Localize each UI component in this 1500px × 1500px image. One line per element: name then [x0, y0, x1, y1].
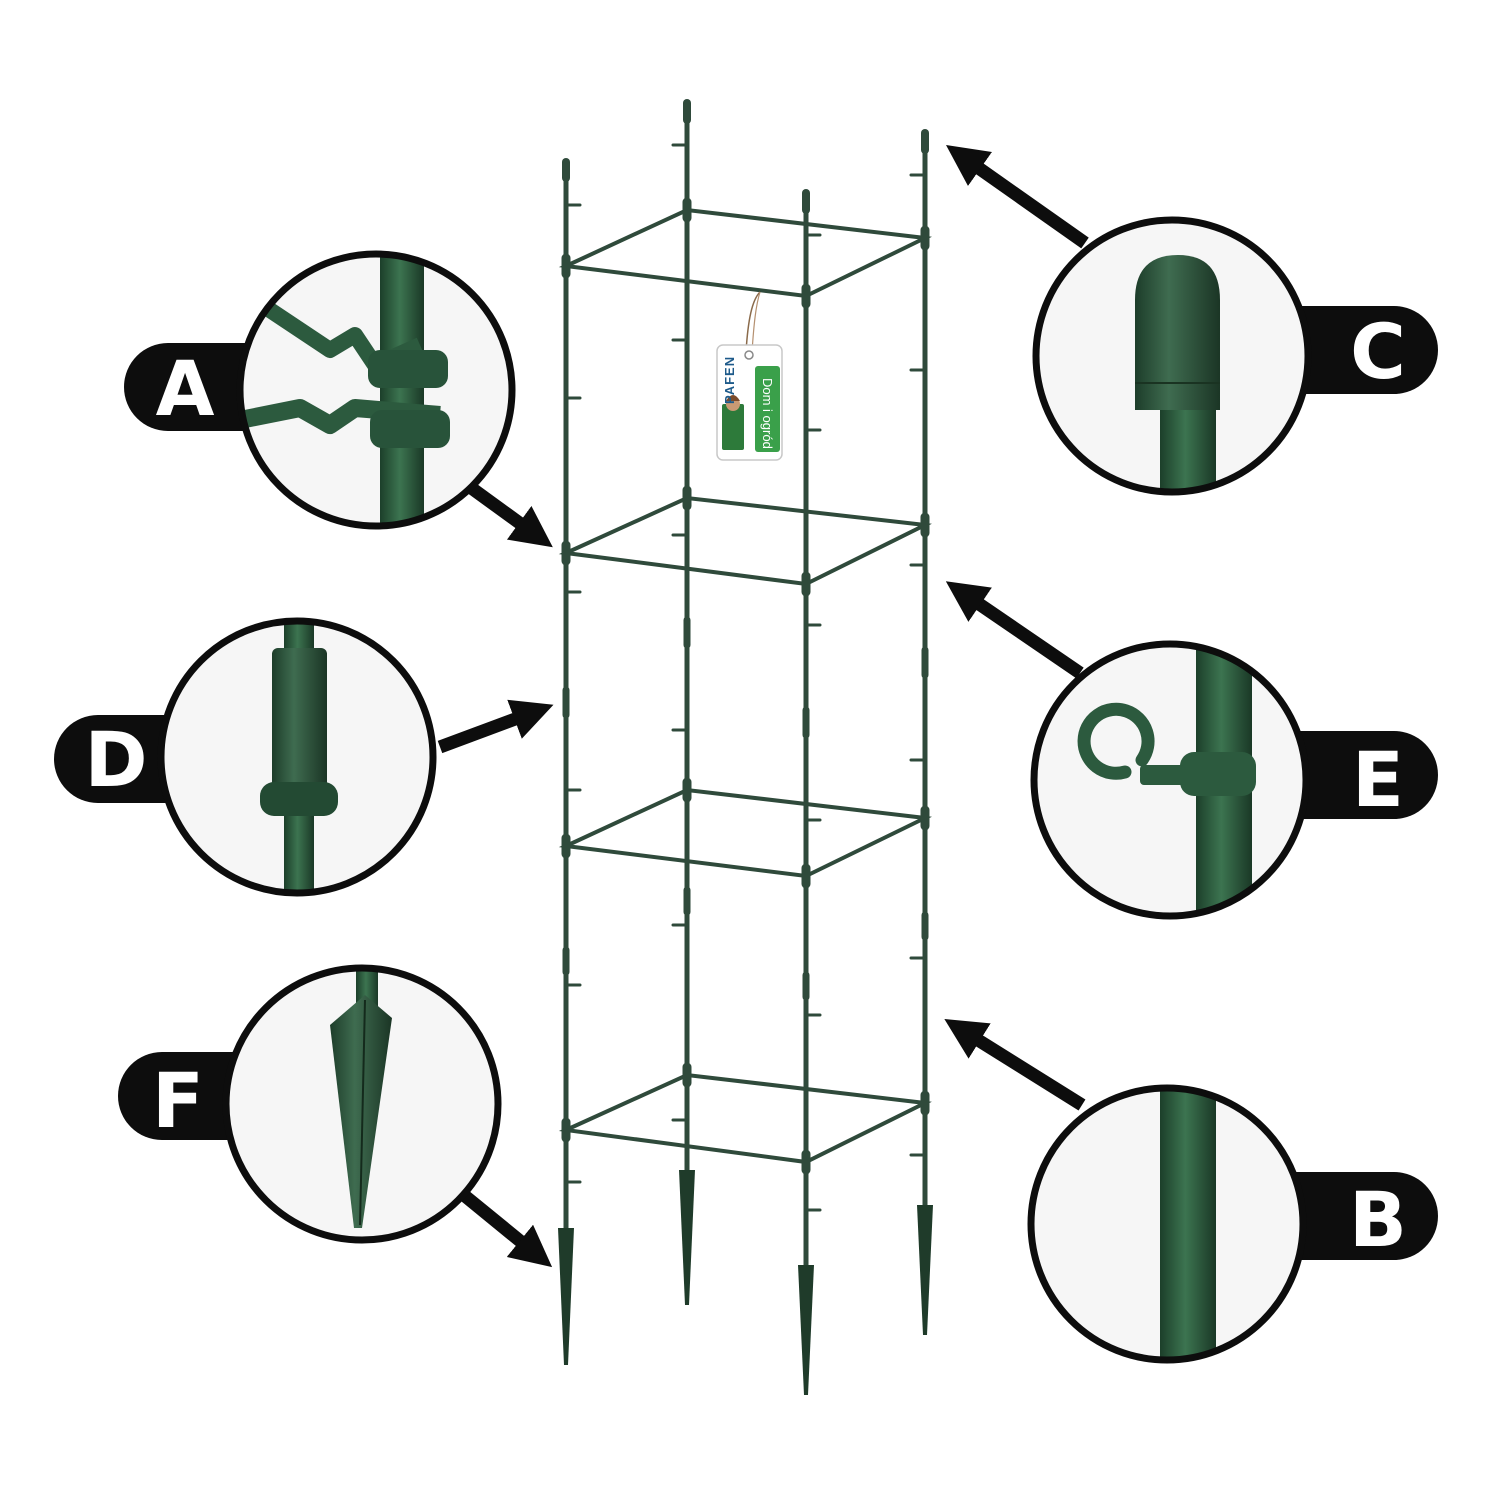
ground-spike-icon: [330, 968, 392, 1228]
hook-ticks: [564, 143, 927, 1212]
tag-slogan: Dom i ogród: [760, 378, 775, 449]
pole-caps: [562, 99, 929, 214]
callout-a: A: [124, 250, 516, 530]
pole-joints: [562, 616, 929, 1001]
label-e: E: [1352, 735, 1404, 824]
label-b: B: [1349, 1175, 1407, 1264]
hook-ring-icon: [1077, 644, 1256, 916]
ground-spikes: [558, 1170, 933, 1395]
connector-clips: [561, 197, 930, 1175]
callout-d: D: [54, 617, 437, 897]
label-d: D: [84, 715, 147, 804]
pole-section-icon: [1160, 1088, 1216, 1360]
callout-c: C: [1032, 216, 1438, 496]
product-tag: PAFEN Dom i ogród: [716, 291, 783, 461]
callout-b: B: [1027, 1084, 1438, 1364]
clip-connector-icon: [240, 254, 450, 526]
callout-f: F: [118, 964, 502, 1244]
label-c: C: [1350, 307, 1406, 396]
pole-joint-icon: [260, 621, 338, 893]
callout-arrows: [437, 145, 1089, 1268]
label-f: F: [152, 1056, 204, 1145]
label-a: A: [156, 344, 215, 433]
arrow-f: [460, 1190, 553, 1268]
arrow-d: [437, 699, 554, 754]
arrow-a: [466, 481, 553, 548]
tag-brand: PAFEN: [722, 356, 737, 404]
arrow-b: [944, 1018, 1086, 1111]
arrow-e: [945, 581, 1084, 679]
trellis-frame: [558, 99, 933, 1273]
arrow-c: [945, 145, 1089, 249]
detail-circle-a: [240, 254, 512, 526]
end-cap-icon: [1135, 255, 1220, 492]
callout-e: E: [1030, 640, 1438, 920]
